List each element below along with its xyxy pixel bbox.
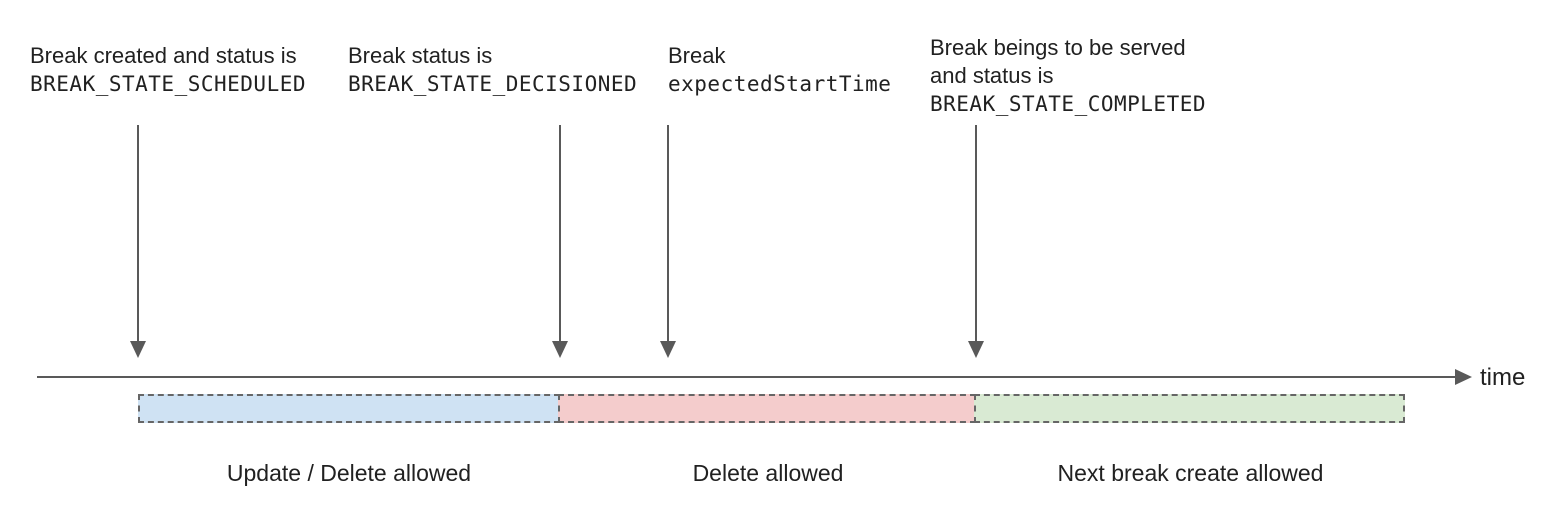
annotation-code: BREAK_STATE_COMPLETED	[930, 92, 1207, 116]
annotation-expected-start-time: Break expectedStartTime	[668, 42, 891, 98]
down-arrow-icon	[968, 125, 984, 358]
period-bars	[138, 394, 1405, 423]
segment-label: Update / Delete allowed	[226, 460, 472, 486]
annotation-text: Break created and status is	[30, 43, 297, 68]
arrowhead-icon	[130, 341, 146, 358]
segment-delete-allowed	[558, 394, 976, 423]
annotation-break-scheduled: Break created and status is BREAK_STATE_…	[30, 42, 306, 98]
annotation-code: expectedStartTime	[668, 72, 892, 96]
arrowhead-icon	[968, 341, 984, 358]
time-axis-line	[37, 376, 1456, 378]
annotation-break-completed: Break beings to be served and status is …	[930, 34, 1206, 118]
down-arrow-icon	[552, 125, 568, 358]
annotation-text: Break	[668, 43, 726, 68]
annotation-break-decisioned: Break status is BREAK_STATE_DECISIONED	[348, 42, 637, 98]
annotation-text: Break status is	[348, 43, 493, 68]
annotation-code: BREAK_STATE_DECISIONED	[348, 72, 638, 96]
down-arrow-icon	[660, 125, 676, 358]
arrowhead-icon	[660, 341, 676, 358]
time-axis-label: time	[1480, 364, 1526, 391]
annotation-code: BREAK_STATE_SCHEDULED	[30, 72, 307, 96]
right-arrow-icon	[1455, 369, 1472, 385]
segment-update-delete-allowed	[138, 394, 560, 423]
annotation-text: Break beings to be served	[930, 35, 1186, 60]
segment-label: Delete allowed	[692, 460, 844, 486]
segment-label: Next break create allowed	[1057, 460, 1324, 486]
annotation-text2: and status is	[930, 63, 1054, 88]
down-arrow-icon	[130, 125, 146, 358]
segment-next-break-create	[974, 394, 1405, 423]
arrowhead-icon	[552, 341, 568, 358]
